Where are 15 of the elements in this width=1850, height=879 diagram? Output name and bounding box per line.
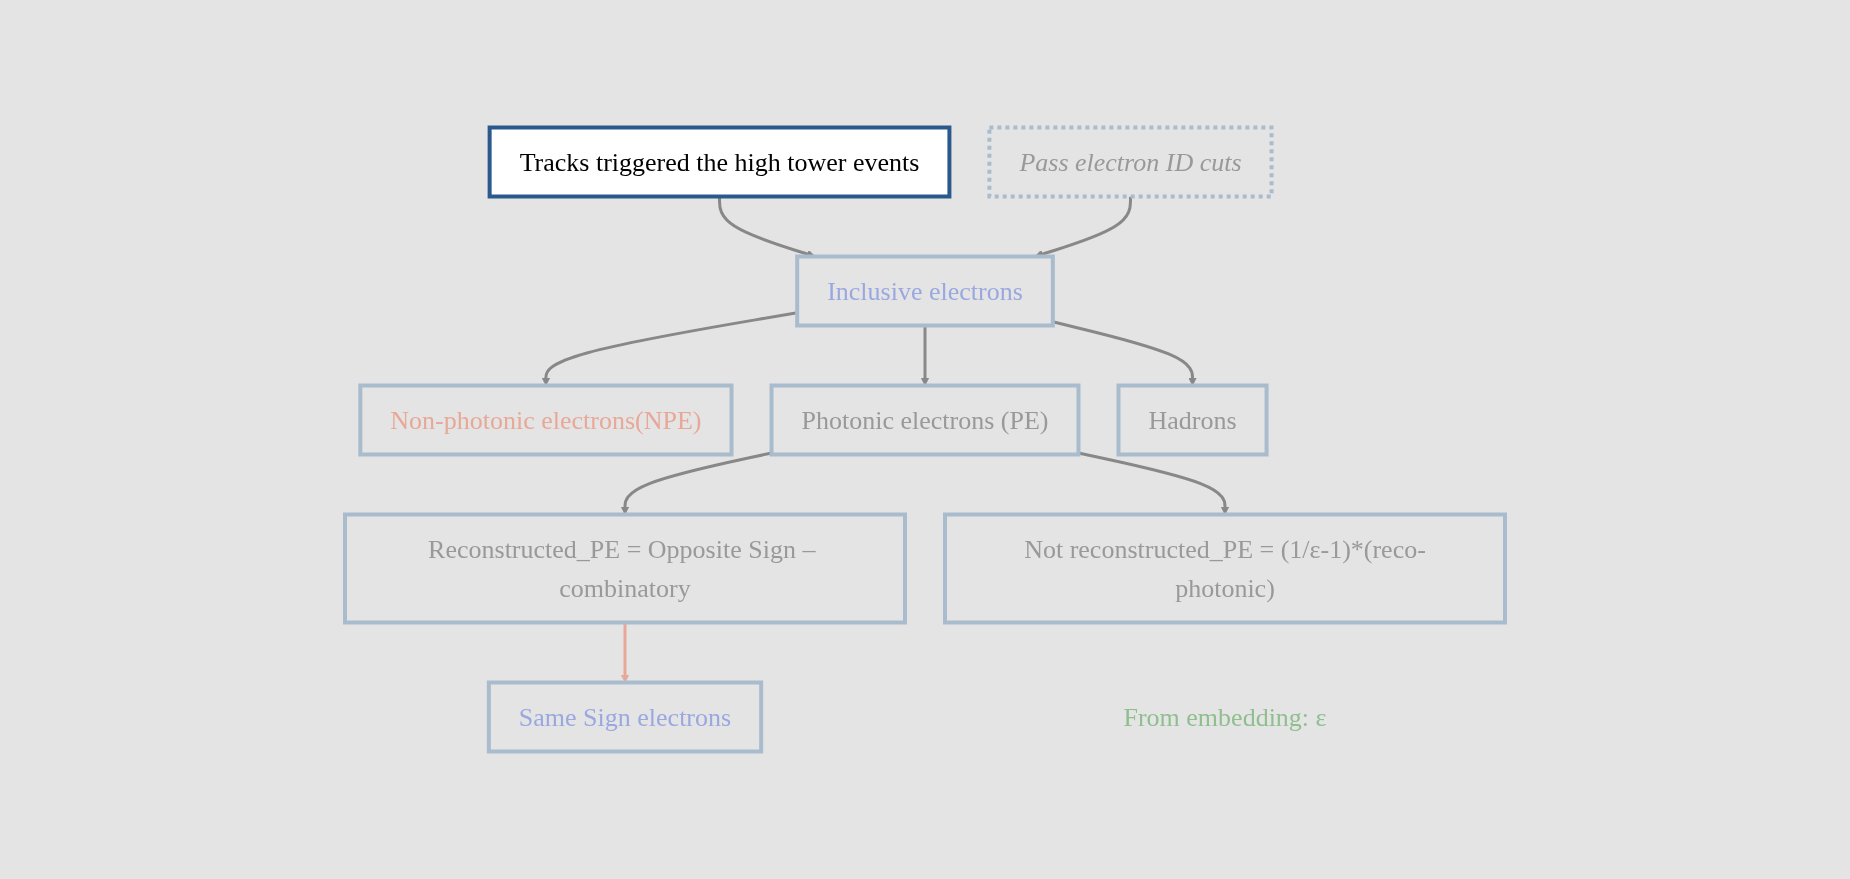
arrow <box>1052 320 1197 386</box>
arrow <box>920 325 930 386</box>
node-label: From embedding: ε <box>1123 702 1327 732</box>
node-box: Reconstructed_PE = Opposite Sign – combinatory <box>343 512 907 625</box>
node-box: Tracks triggered the high tower events <box>487 125 952 199</box>
node-box: Pass electron ID cuts <box>987 125 1274 199</box>
node-box: Not reconstructed_PE = (1/ε-1)*(reco-photonic) <box>943 512 1507 625</box>
node-box: Same Sign electrons <box>486 680 764 754</box>
arrow <box>1078 451 1230 515</box>
node-box: Hadrons <box>1116 383 1269 457</box>
arrow <box>620 622 630 683</box>
arrow <box>620 451 772 515</box>
node-box: Photonic electrons (PE) <box>769 383 1081 457</box>
node-box: Non-photonic electrons(NPE) <box>358 383 734 457</box>
node-box: Inclusive electrons <box>795 254 1055 328</box>
